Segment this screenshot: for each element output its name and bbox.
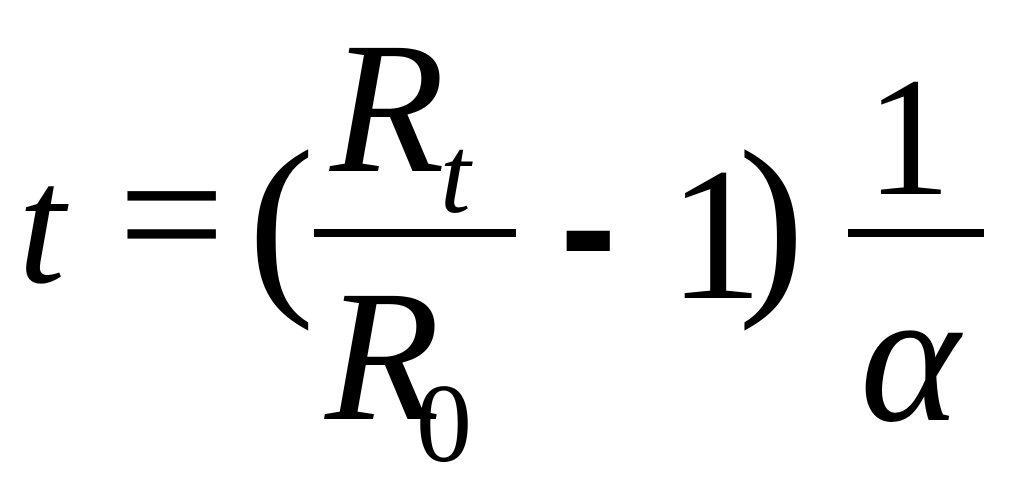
minus-sign: - [560, 132, 617, 322]
open-paren: ( [248, 111, 315, 332]
fraction-denominator-base: R [325, 251, 440, 460]
constant-one: 1 [668, 130, 763, 340]
fraction-bar-1 [314, 229, 516, 237]
fraction2-denominator-alpha: α [860, 252, 960, 462]
equals-sign: = [118, 110, 226, 320]
fraction2-numerator: 1 [866, 43, 951, 231]
fraction-denominator-subscript: 0 [416, 362, 472, 486]
fraction-numerator-base: R [330, 3, 445, 212]
close-paren: ) [738, 111, 805, 332]
fraction-bar-2 [848, 229, 984, 237]
lhs-variable: t [18, 131, 66, 319]
fraction-numerator-subscript: t [440, 114, 471, 236]
